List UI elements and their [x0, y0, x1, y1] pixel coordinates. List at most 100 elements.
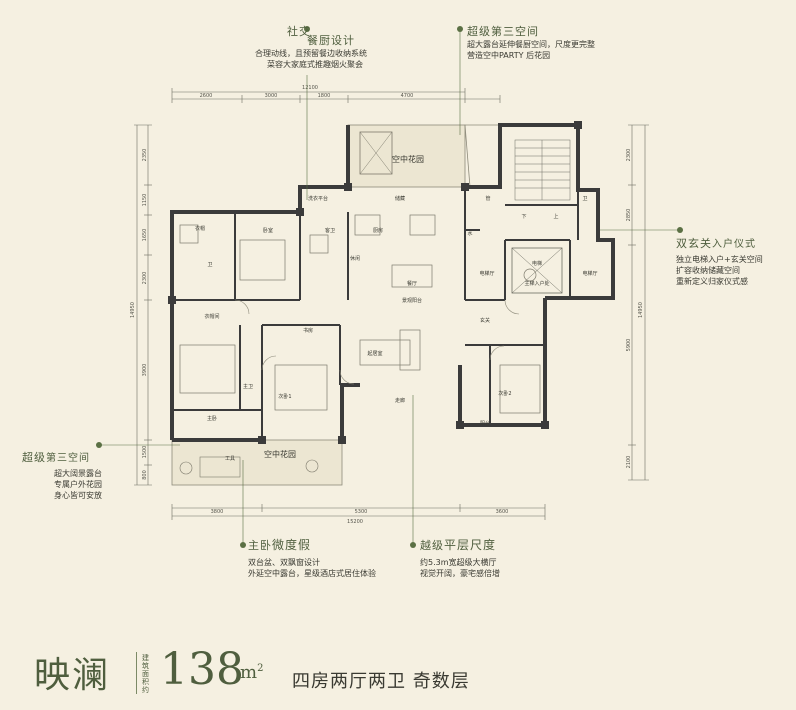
- room-storage: 储藏: [395, 195, 405, 202]
- dim-right-3: 5900: [626, 339, 632, 352]
- room-front-tower: 主梯入户处: [524, 280, 549, 287]
- annotation-title-a: 双玄关: [676, 237, 712, 250]
- annotation-title-b: 餐厨设计: [307, 34, 355, 47]
- room-rest: 休闲: [350, 255, 360, 262]
- annotation-line-2: 外延空中露台，星级酒店式居住体验: [248, 569, 376, 578]
- dim-bottom-1: 3800: [211, 509, 224, 515]
- room-lift: 电梯: [532, 260, 542, 267]
- dim-left-7: 800: [142, 470, 148, 480]
- annotation-title-a: 超级: [467, 25, 491, 38]
- room-bedroom2: 次卧1: [278, 393, 291, 400]
- annotation-title-b: 入户仪式: [712, 239, 756, 250]
- room-tool: 工具: [225, 456, 235, 462]
- room-bath1: 卫: [207, 262, 212, 268]
- room-cloak: 衣帽间: [204, 313, 219, 320]
- callout-dot-left: [96, 442, 102, 448]
- dim-right-4: 2100: [626, 456, 632, 469]
- annotation-third-space-top: 超级第三空间 超大露台延伸餐厨空间，尺度更完整 营造空中PARTY 后花园: [467, 26, 627, 61]
- dim-top-3: 1800: [318, 93, 331, 99]
- annotation-entrance: 双玄关入户仪式 独立电梯入户+玄关空间 扩容收纳储藏空间 重新定义归家仪式感: [676, 238, 791, 287]
- dim-right-2: 2850: [626, 209, 632, 222]
- room-kitchen: 厨房: [373, 227, 383, 234]
- annotation-line-3: 身心皆可安放: [54, 491, 102, 500]
- dim-left-1: 2350: [142, 149, 148, 162]
- room-balcony: 阳台: [480, 420, 490, 427]
- annotation-line-1: 双台盆、双飘窗设计: [248, 558, 320, 567]
- callout-dot-top-left: [304, 26, 310, 32]
- room-elevator-hall-2: 电梯厅: [582, 270, 597, 277]
- annotation-title-b: 平层尺度: [444, 538, 497, 552]
- room-ggs: 卫: [582, 196, 587, 202]
- annotation-title-a: 社交: [287, 25, 311, 38]
- annotation-third-space-left: 超级第三空间 超大阔景露台 专属户外花园 身心皆可安放: [22, 452, 132, 501]
- callout-dot-bottom-right: [410, 542, 416, 548]
- project-name: 映澜: [34, 655, 111, 696]
- stair-down: 下: [521, 214, 526, 220]
- area-value: 138: [160, 644, 244, 695]
- floor-plan: 12100 2600 3000 1800 4700 15200 3800 530…: [98, 30, 680, 545]
- stair-up: 上: [553, 213, 558, 220]
- annotation-title-a: 越级: [420, 539, 444, 552]
- room-elevator-hall: 电梯厅: [479, 270, 494, 277]
- annotation-line-1: 合理动线，且预留餐边收纳系统: [255, 49, 367, 58]
- dim-left-6: 1500: [142, 446, 148, 459]
- room-bath3: 客卫: [325, 227, 335, 234]
- dim-left-2: 1150: [142, 194, 148, 207]
- room-master: 主卧: [207, 415, 217, 422]
- room-garden-bottom: 空中花园: [264, 449, 296, 459]
- room-bedroom1: 卧室: [263, 227, 273, 234]
- room-pipe: 管: [485, 195, 490, 202]
- annotation-title-b: 第三空间: [491, 25, 539, 38]
- annotation-title-a: 主卧: [248, 539, 272, 552]
- annotation-line-2: 视觉开阔，豪宅感倍增: [420, 569, 500, 578]
- annotation-line-2: 扩容收纳储藏空间: [676, 266, 740, 275]
- dim-bottom-2: 5300: [355, 509, 368, 515]
- callout-dot-bottom-left: [240, 542, 246, 548]
- callout-dot-right: [677, 227, 683, 233]
- area-unit-base: m: [240, 662, 258, 683]
- room-corridor: 走廊: [395, 397, 405, 404]
- room-bedroom3: 次卧2: [498, 390, 511, 397]
- dim-left-3: 1650: [142, 229, 148, 242]
- annotation-line-2: 专属户外花园: [54, 480, 102, 489]
- annotation-line-1: 约5.3m宽超级大横厅: [420, 558, 497, 567]
- layout-type: 四房两厅两卫 奇数层: [292, 671, 470, 692]
- area-unit-sup: 2: [257, 663, 264, 674]
- dim-left-4: 2300: [142, 272, 148, 285]
- room-foyer: 玄关: [480, 317, 490, 324]
- room-dining: 餐厅: [407, 280, 417, 287]
- room-study: 书房: [303, 327, 313, 334]
- annotation-line-2: 营造空中PARTY 后花园: [467, 51, 551, 60]
- dim-top-2: 3000: [265, 93, 278, 99]
- dim-top-1: 2600: [200, 93, 213, 99]
- area-label: 建筑面积约: [142, 654, 149, 694]
- annotation-line-2: 菜容大家庭式推趣烟火聚会: [267, 60, 363, 69]
- room-walkin: 衣帽: [195, 225, 205, 232]
- room-living: 起居室: [367, 350, 382, 357]
- callout-dot-top-right: [457, 26, 463, 32]
- room-small: 水: [467, 230, 472, 237]
- dim-right-total: 14950: [638, 302, 644, 318]
- room-bath2: 主卫: [243, 383, 253, 390]
- annotation-title-b: 第三空间: [46, 453, 90, 464]
- annotation-dining: 社交 餐厨设计 合理动线，且预留餐边收纳系统 菜容大家庭式推趣烟火聚会: [255, 26, 395, 70]
- annotation-title-b: 微度假: [272, 538, 312, 552]
- footer-separator: [136, 652, 137, 694]
- room-balcony2: 景观阳台: [402, 297, 422, 304]
- dim-bottom-3: 3600: [496, 509, 509, 515]
- annotation-title-a: 超级: [22, 451, 46, 464]
- room-laundry: 洗衣平台: [308, 195, 328, 202]
- annotation-living: 越级平层尺度 约5.3m宽超级大横厅 视觉开阔，豪宅感倍增: [420, 538, 570, 579]
- dim-top-total: 12100: [302, 85, 318, 91]
- area-unit: m2: [240, 662, 263, 683]
- dim-right-1: 2300: [626, 149, 632, 162]
- annotation-line-1: 超大阔景露台: [54, 469, 102, 478]
- annotation-line-3: 重新定义归家仪式感: [676, 277, 748, 286]
- dim-left-total: 14950: [130, 302, 136, 318]
- dim-left-5: 3900: [142, 364, 148, 377]
- dim-bottom-total: 15200: [347, 519, 363, 525]
- annotation-line-1: 独立电梯入户+玄关空间: [676, 255, 763, 264]
- room-garden-top: 空中花园: [392, 154, 424, 164]
- annotation-line-1: 超大露台延伸餐厨空间，尺度更完整: [467, 40, 595, 49]
- annotation-master: 主卧微度假 双台盆、双飘窗设计 外延空中露台，星级酒店式居住体验: [248, 538, 408, 579]
